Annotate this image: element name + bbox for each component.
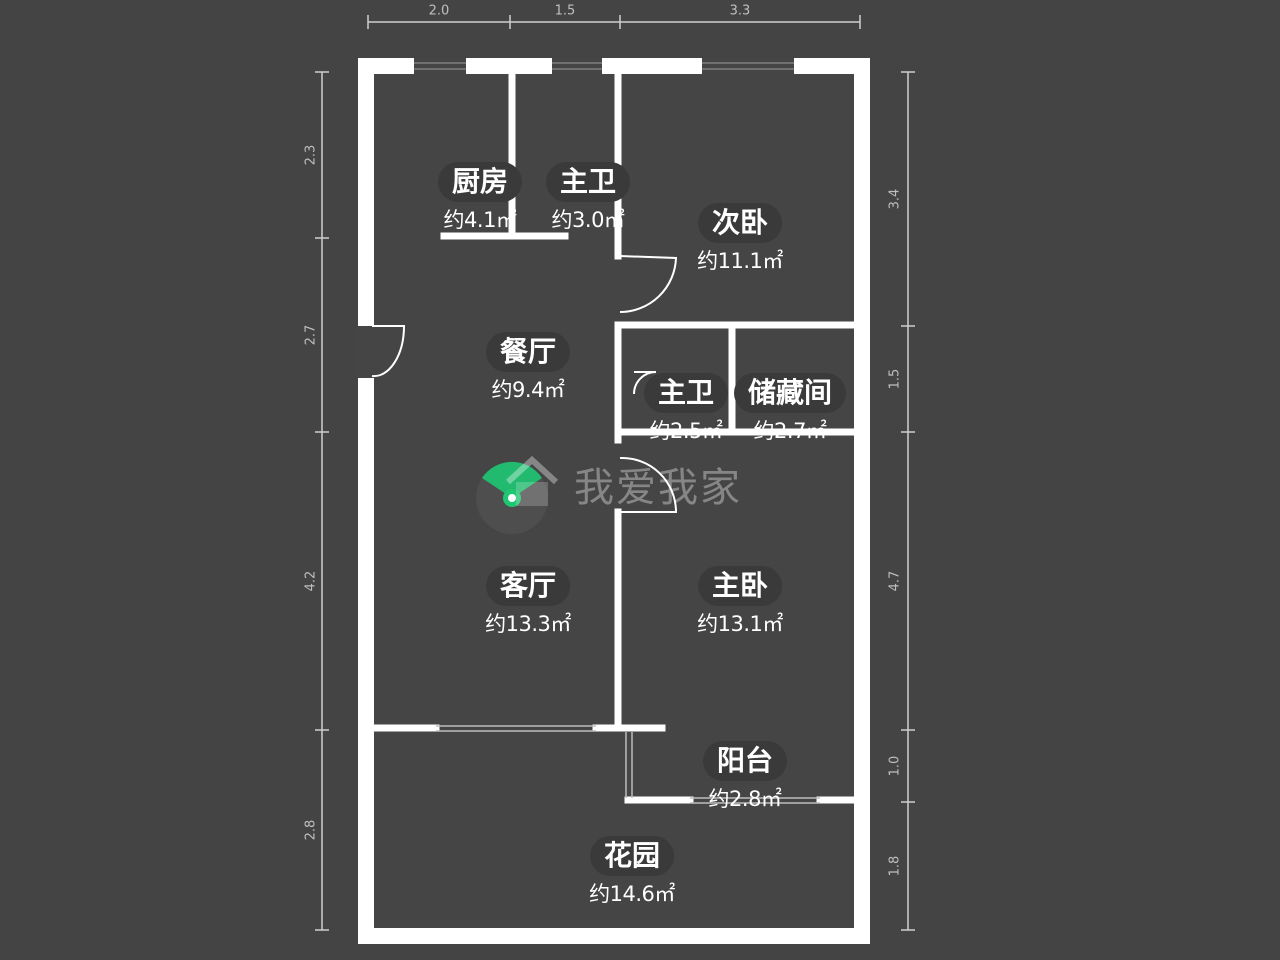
dim-right-5: 1.8	[887, 855, 903, 877]
watermark-text: 我爱我家	[574, 465, 742, 511]
sliding-doors	[436, 725, 820, 804]
viewpoint-marker-icon	[476, 461, 548, 534]
interior-walls	[370, 70, 862, 804]
dim-right-4: 1.0	[887, 755, 903, 777]
dim-left-1: 2.3	[303, 144, 319, 166]
dim-top-2: 1.5	[554, 3, 576, 19]
dim-right-1: 3.4	[887, 188, 903, 210]
house-logo-icon	[505, 455, 559, 506]
top-windows	[414, 58, 794, 74]
dim-left-4: 2.8	[303, 819, 319, 841]
dim-left-2: 2.7	[303, 324, 319, 346]
dim-left-3: 4.2	[303, 570, 319, 592]
dimension-lines	[315, 15, 915, 931]
watermark: 我爱我家	[500, 452, 742, 516]
dim-top-3: 3.3	[729, 3, 751, 19]
dim-right-3: 4.7	[887, 570, 903, 592]
dim-top-1: 2.0	[428, 3, 450, 19]
entrance-door	[356, 325, 406, 378]
dim-right-2: 1.5	[887, 368, 903, 390]
